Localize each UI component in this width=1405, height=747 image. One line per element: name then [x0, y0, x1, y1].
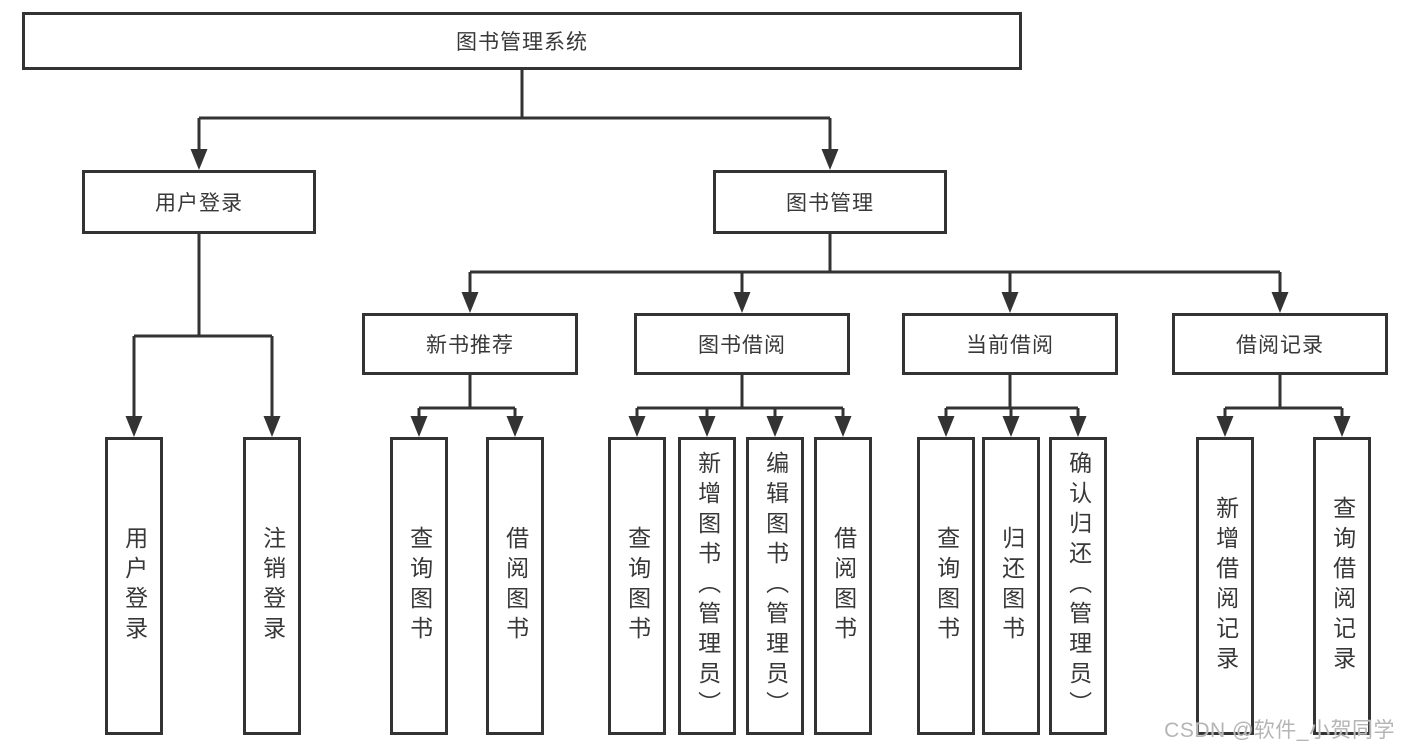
node-current-borrowing-label: 当前借阅: [966, 334, 1054, 357]
node-borrowing-records-label: 借阅记录: [1236, 334, 1324, 357]
node-add-books-admin-label: 新增图书（管理员）: [694, 451, 721, 721]
node-current-query-books-label: 查询图书: [933, 526, 960, 646]
node-new-book-recommend: 新书推荐: [362, 313, 578, 375]
node-logout-label: 注销登录: [259, 526, 286, 646]
node-book-management-label: 图书管理: [786, 192, 874, 215]
connector-user-login-children: [132, 234, 274, 419]
arrowhead: [1069, 416, 1087, 437]
node-new-book-recommend-label: 新书推荐: [426, 334, 514, 357]
node-login: 用户登录: [105, 437, 163, 735]
node-login-label: 用户登录: [121, 526, 148, 646]
connector-root-to-level2: [197, 70, 832, 152]
arrowhead: [766, 416, 784, 437]
arrowhead: [1001, 292, 1019, 313]
arrowhead: [834, 416, 852, 437]
node-book-borrowing-label: 图书借阅: [698, 334, 786, 357]
arrowhead: [821, 149, 839, 170]
connector-book-mgmt-children: [468, 234, 1282, 295]
arrowhead: [506, 416, 524, 437]
node-newbook-query-books: 查询图书: [390, 437, 448, 735]
node-query-borrow-record-label: 查询借阅记录: [1329, 496, 1356, 676]
csdn-watermark: CSDN @软件_小贺同学: [1164, 719, 1395, 742]
arrowhead: [410, 416, 428, 437]
arrowhead: [125, 416, 143, 437]
arrowhead: [263, 416, 281, 437]
arrowhead: [190, 149, 208, 170]
node-book-borrowing: 图书借阅: [634, 313, 850, 375]
node-root-label: 图书管理系统: [456, 31, 588, 54]
node-borrowing-borrow-books-label: 借阅图书: [830, 526, 857, 646]
arrowhead: [1333, 416, 1351, 437]
node-return-books-label: 归还图书: [998, 526, 1025, 646]
connector-current-borrow-children: [944, 375, 1080, 419]
node-newbook-borrow-books: 借阅图书: [486, 437, 544, 735]
connector-borrow-records-children: [1223, 375, 1344, 419]
connector-book-borrow-children: [635, 375, 845, 419]
node-edit-books-admin: 编辑图书（管理员）: [746, 437, 804, 735]
arrowhead: [1002, 416, 1020, 437]
arrowhead: [628, 416, 646, 437]
arrowhead: [1216, 416, 1234, 437]
node-add-borrow-record-label: 新增借阅记录: [1212, 496, 1239, 676]
node-add-borrow-record: 新增借阅记录: [1196, 437, 1254, 735]
node-current-query-books: 查询图书: [917, 437, 975, 735]
node-return-books: 归还图书: [982, 437, 1040, 735]
node-edit-books-admin-label: 编辑图书（管理员）: [762, 451, 789, 721]
node-borrowing-query-books-label: 查询图书: [624, 526, 651, 646]
node-newbook-query-books-label: 查询图书: [406, 526, 433, 646]
node-book-management: 图书管理: [713, 170, 947, 234]
arrowhead: [733, 292, 751, 313]
node-confirm-return-admin: 确认归还（管理员）: [1049, 437, 1107, 735]
node-query-borrow-record: 查询借阅记录: [1313, 437, 1371, 735]
arrowhead: [698, 416, 716, 437]
node-add-books-admin: 新增图书（管理员）: [678, 437, 736, 735]
node-newbook-borrow-books-label: 借阅图书: [502, 526, 529, 646]
node-root-library-system: 图书管理系统: [22, 12, 1022, 70]
connector-new-book-rec-children: [417, 375, 517, 419]
arrowhead: [461, 292, 479, 313]
node-confirm-return-admin-label: 确认归还（管理员）: [1065, 451, 1092, 721]
node-borrowing-records: 借阅记录: [1172, 313, 1388, 375]
arrowhead: [937, 416, 955, 437]
node-current-borrowing: 当前借阅: [902, 313, 1118, 375]
node-borrowing-borrow-books: 借阅图书: [814, 437, 872, 735]
node-user-login-label: 用户登录: [155, 192, 243, 215]
node-borrowing-query-books: 查询图书: [608, 437, 666, 735]
arrowhead: [1271, 292, 1289, 313]
node-logout: 注销登录: [243, 437, 301, 735]
node-user-login: 用户登录: [82, 170, 316, 234]
